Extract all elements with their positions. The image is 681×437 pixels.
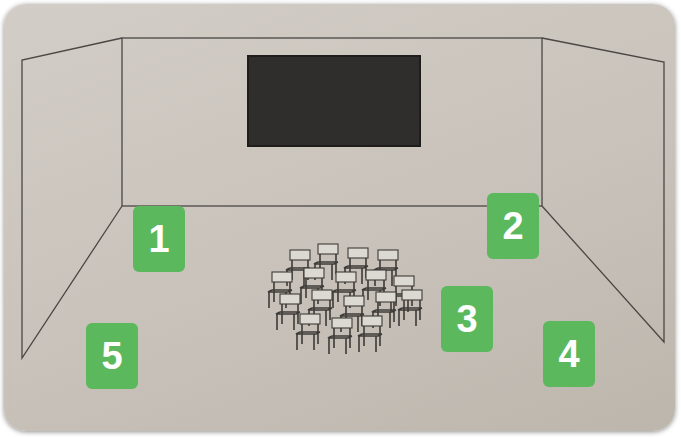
- callout-box: 2: [487, 193, 539, 259]
- chair: [398, 290, 422, 326]
- callout-box: 4: [543, 321, 595, 387]
- room-walls: [22, 38, 664, 358]
- chair: [358, 316, 382, 352]
- chair: [328, 318, 352, 354]
- callout-number: 3: [456, 300, 477, 338]
- callout-number: 5: [101, 337, 122, 375]
- back-wall: [122, 38, 542, 206]
- callout-box: 3: [441, 286, 493, 352]
- callout-box: 1: [133, 206, 185, 272]
- callout-number: 1: [148, 220, 169, 258]
- chair: [276, 294, 300, 330]
- chair: [296, 314, 320, 350]
- callout-box: 5: [86, 323, 138, 389]
- right-wall: [542, 38, 664, 342]
- callout-number: 2: [502, 207, 523, 245]
- left-wall: [22, 38, 122, 358]
- projection-screen: [248, 56, 420, 146]
- callout-number: 4: [558, 335, 579, 373]
- chair-group: [268, 244, 422, 354]
